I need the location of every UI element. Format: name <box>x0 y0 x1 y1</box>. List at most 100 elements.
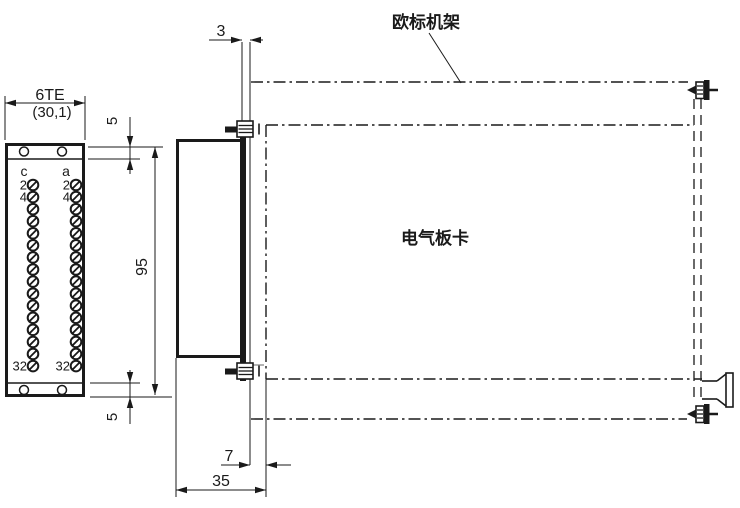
dim-top-margin: 5 <box>88 117 163 174</box>
terminal-slot-icon <box>71 241 81 250</box>
terminal-slot-icon <box>71 180 81 190</box>
terminal-slot-icon <box>28 229 38 238</box>
terminal-slot-icon <box>28 362 38 371</box>
dim-35-label: 35 <box>212 473 230 490</box>
terminal-slot-icon <box>28 301 38 310</box>
screw-head-icon <box>704 80 710 100</box>
dim-6te-label: 6TE <box>35 87 64 104</box>
arrowhead <box>231 36 242 44</box>
terminal-slot-icon <box>28 253 38 262</box>
terminal-slot-icon <box>71 253 81 262</box>
terminal-slot-icon <box>71 349 81 359</box>
dim-insert-depth: 7 <box>221 448 291 469</box>
mounting-hole <box>18 146 30 157</box>
extraction-handle <box>702 372 734 408</box>
front-panel-plate <box>240 123 246 381</box>
arrowhead <box>266 461 277 469</box>
terminal-slot-icon <box>71 229 81 238</box>
rack-callout-label: 欧标机架 <box>392 12 460 32</box>
terminal-row-number: 4 <box>20 190 27 205</box>
terminal-slot-icon <box>71 325 81 334</box>
screw-shaft-icon <box>225 126 238 133</box>
arrowhead <box>239 461 250 469</box>
terminal-slot-icon <box>28 337 38 346</box>
terminal-slot-icon <box>28 289 38 298</box>
terminal-slot-icon <box>71 265 81 274</box>
terminal-slot-icon <box>71 217 81 226</box>
dim-panel-width: 6TE (30,1) <box>4 87 86 140</box>
terminal-slot-icon <box>28 217 38 226</box>
terminal-slot-icon <box>28 265 38 274</box>
arrowhead <box>250 36 261 44</box>
board-outline: 电气板卡 <box>265 124 702 497</box>
terminal-slot-icon <box>71 337 81 346</box>
terminal-slot-icon <box>28 205 38 214</box>
column-label-a: a <box>62 163 70 179</box>
terminal-slot-icon <box>28 325 38 334</box>
terminal-row-number: 4 <box>63 190 70 205</box>
mounting-hole <box>56 384 68 396</box>
terminal-row-number: 2 <box>63 178 70 193</box>
board-label: 电气板卡 <box>401 228 469 248</box>
terminal-slot-icon <box>71 301 81 310</box>
mounting-hole <box>18 384 30 396</box>
arrowhead <box>151 147 159 158</box>
terminal-row-number: 32 <box>13 359 27 374</box>
side-view <box>175 42 264 497</box>
handle-flare-line <box>716 373 727 382</box>
terminal-slot-icon <box>28 193 38 202</box>
handle-grip <box>725 372 734 408</box>
dim-bottom-margin: 5 <box>90 370 172 424</box>
terminal-slot-icon <box>71 205 81 214</box>
dim-30-1-label: (30,1) <box>32 104 71 121</box>
dim-panel-height: 95 <box>134 147 159 395</box>
terminal-slot-icon <box>71 277 81 286</box>
terminal-slot-icon <box>28 241 38 250</box>
arrowhead <box>151 384 159 395</box>
arrowhead <box>255 486 266 494</box>
dim-module-depth: 35 <box>176 473 266 494</box>
rack-screw-bottom-right <box>687 404 718 424</box>
terminal-slot-icon <box>71 289 81 298</box>
screw-shaft-icon <box>225 368 238 375</box>
column-label-c: c <box>21 163 28 179</box>
dim-5-bottom-label: 5 <box>104 413 121 421</box>
terminal-slot-icon <box>28 277 38 286</box>
terminal-row-number: 32 <box>56 359 70 374</box>
dim-5-top-label: 5 <box>104 117 121 125</box>
screw-head-icon <box>704 404 710 424</box>
arrowhead <box>126 397 134 408</box>
arrowhead <box>74 99 85 107</box>
terminal-slot-icon <box>28 349 38 359</box>
terminal-slot-icon <box>28 313 38 322</box>
terminal-slot-icon <box>28 180 38 190</box>
arrowhead <box>126 372 134 383</box>
arrowhead <box>126 159 134 170</box>
dim-7-label: 7 <box>225 448 234 465</box>
terminal-slot-icon <box>71 362 81 371</box>
handle-flare-line <box>716 398 727 407</box>
terminal-row-number: 2 <box>20 178 27 193</box>
module-body <box>176 139 243 358</box>
dim-3-label: 3 <box>217 23 226 40</box>
arrowhead <box>5 99 16 107</box>
rack-callout: 欧标机架 <box>392 12 462 84</box>
terminal-slot-icon <box>71 313 81 322</box>
panel-fastener-bottom <box>225 362 260 380</box>
screw-tip-icon <box>687 85 696 95</box>
leader-line <box>428 32 462 84</box>
terminal-slot-icon <box>71 193 81 202</box>
arrowhead <box>126 136 134 147</box>
mounting-hole <box>56 146 68 157</box>
dim-panel-offset: 3 <box>209 23 263 44</box>
rack-outline <box>251 81 702 420</box>
screw-tip-icon <box>687 409 696 419</box>
rack-screw-top-right <box>687 80 718 100</box>
panel-fastener-top <box>225 120 260 138</box>
dim-95-label: 95 <box>134 258 151 276</box>
